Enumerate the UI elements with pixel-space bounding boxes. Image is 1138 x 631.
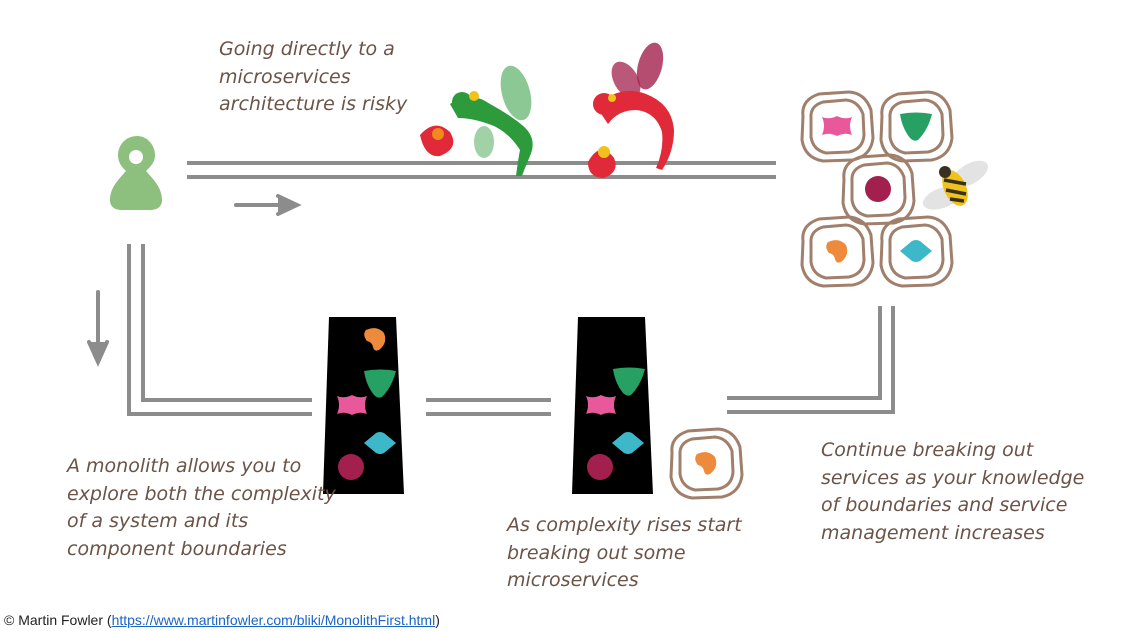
person-icon — [110, 136, 162, 210]
service-hex-green — [879, 90, 954, 163]
label-line: services as your knowledge — [821, 466, 1085, 489]
label-line: explore both the complexity — [67, 482, 336, 505]
copyright-credit: © Martin Fowler (https://www.martinfowle… — [4, 612, 440, 628]
label-line: As complexity rises start — [507, 514, 742, 536]
monolith-block-1 — [323, 317, 404, 494]
monolith-block-2 — [572, 317, 653, 494]
service-hex-teal — [879, 215, 954, 288]
label-line: microservices — [507, 569, 639, 591]
extracted-service-hex-orange — [669, 427, 744, 500]
credit-suffix: ) — [435, 612, 440, 628]
label-line: of a system and its — [67, 510, 249, 532]
monolith-track — [127, 244, 895, 416]
label-line: Continue breaking out — [821, 439, 1034, 461]
bee-icon — [922, 160, 989, 210]
down-arrow-icon — [87, 290, 109, 367]
label-risky-direct-microservices: Going directly to a microservices archit… — [219, 36, 407, 119]
microservices-cluster — [800, 90, 954, 288]
label-continue-breaking-out: Continue breaking out services as your k… — [821, 437, 1084, 547]
label-line: management increases — [821, 521, 1045, 544]
credit-prefix: © Martin Fowler ( — [4, 612, 112, 628]
source-link[interactable]: https://www.martinfowler.com/bliki/Monol… — [111, 612, 436, 628]
service-hex-maroon — [841, 153, 916, 226]
right-arrow-icon — [234, 194, 302, 216]
label-line: of boundaries and service — [821, 494, 1068, 516]
direct-track — [187, 161, 776, 179]
label-line: architecture is risky — [219, 93, 408, 115]
service-hex-pink — [800, 90, 875, 163]
green-dragon-icon — [420, 65, 533, 176]
label-line: component boundaries — [67, 537, 287, 560]
red-dragon-icon — [588, 42, 674, 178]
label-complexity-rises: As complexity rises start breaking out s… — [507, 512, 742, 595]
label-line: breaking out some — [507, 541, 686, 564]
label-line: Going directly to a — [219, 38, 395, 60]
service-hex-orange — [800, 215, 875, 288]
label-line: microservices — [219, 65, 351, 88]
label-line: A monolith allows you to — [67, 455, 302, 477]
label-monolith-explore: A monolith allows you to explore both th… — [67, 453, 336, 563]
